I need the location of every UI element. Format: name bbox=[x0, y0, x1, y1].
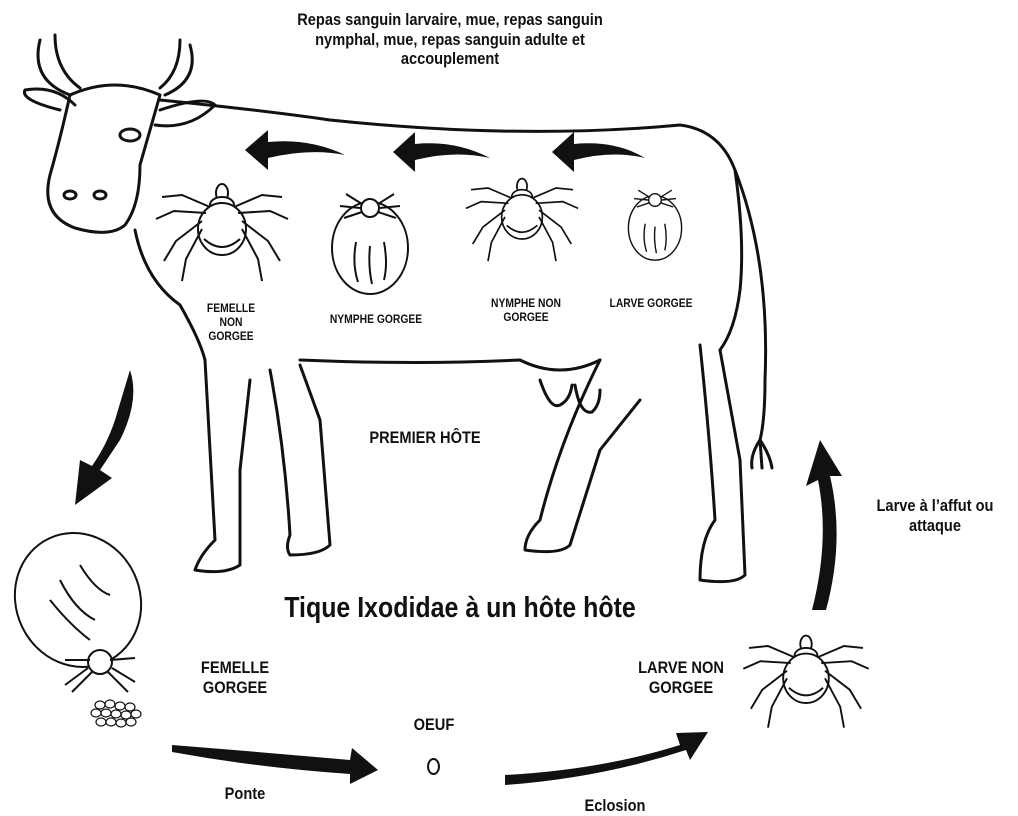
label-line: FEMELLE bbox=[188, 658, 283, 678]
label-line: NYMPHE NON bbox=[481, 297, 570, 311]
label-oeuf: OEUF bbox=[408, 715, 460, 735]
host-progress-arrows bbox=[245, 130, 645, 172]
label-eclosion: Eclosion bbox=[568, 796, 663, 816]
label-line: NON bbox=[201, 316, 261, 330]
label-ponte: Ponte bbox=[206, 784, 283, 804]
label-line: GORGEE bbox=[481, 311, 570, 325]
diagram-title: Tique Ixodidae à un hôte hôte bbox=[245, 592, 675, 625]
top-caption-line-2: nymphal, mue, repas sanguin adulte et bbox=[278, 30, 622, 50]
nymphe-non-gorgee-tick bbox=[466, 179, 578, 261]
larve-non-gorgee-tick bbox=[743, 636, 868, 728]
label-line: NYMPHE GORGEE bbox=[324, 313, 427, 327]
femelle-non-gorgee-tick bbox=[156, 184, 288, 281]
femelle-gorgee-tick bbox=[0, 512, 163, 692]
label-larve-non-gorgee: LARVE NON GORGEE bbox=[625, 658, 737, 697]
label-femelle-gorgee: FEMELLE GORGEE bbox=[188, 658, 283, 697]
label-line: GORGEE bbox=[201, 330, 261, 344]
label-line: GORGEE bbox=[188, 678, 283, 698]
label-nymphe-gorgee: NYMPHE GORGEE bbox=[324, 313, 427, 327]
label-larve-attaque: Larve à l’affut ou attaque bbox=[864, 496, 1007, 535]
egg-icon bbox=[427, 758, 440, 775]
nymphe-gorgee-tick bbox=[332, 194, 408, 294]
label-larve-gorgee: LARVE GORGEE bbox=[604, 297, 699, 311]
label-femelle-non-gorgee: FEMELLE NON GORGEE bbox=[201, 302, 261, 343]
label-line: LARVE GORGEE bbox=[604, 297, 699, 311]
top-caption-line-3: accouplement bbox=[278, 49, 622, 69]
label-line: attaque bbox=[864, 516, 1007, 536]
egg-cluster bbox=[91, 700, 141, 727]
top-caption-line-1: Repas sanguin larvaire, mue, repas sangu… bbox=[278, 10, 622, 30]
label-premier-hote: PREMIER HÔTE bbox=[352, 428, 498, 448]
label-line: LARVE NON bbox=[625, 658, 737, 678]
drop-off-arrow bbox=[75, 370, 133, 505]
top-caption: Repas sanguin larvaire, mue, repas sangu… bbox=[278, 10, 622, 69]
label-nymphe-non-gorgee: NYMPHE NON GORGEE bbox=[481, 297, 570, 325]
label-line: Larve à l’affut ou bbox=[864, 496, 1007, 516]
label-line: GORGEE bbox=[625, 678, 737, 698]
label-line: FEMELLE bbox=[201, 302, 261, 316]
larve-gorgee-tick bbox=[628, 190, 681, 260]
